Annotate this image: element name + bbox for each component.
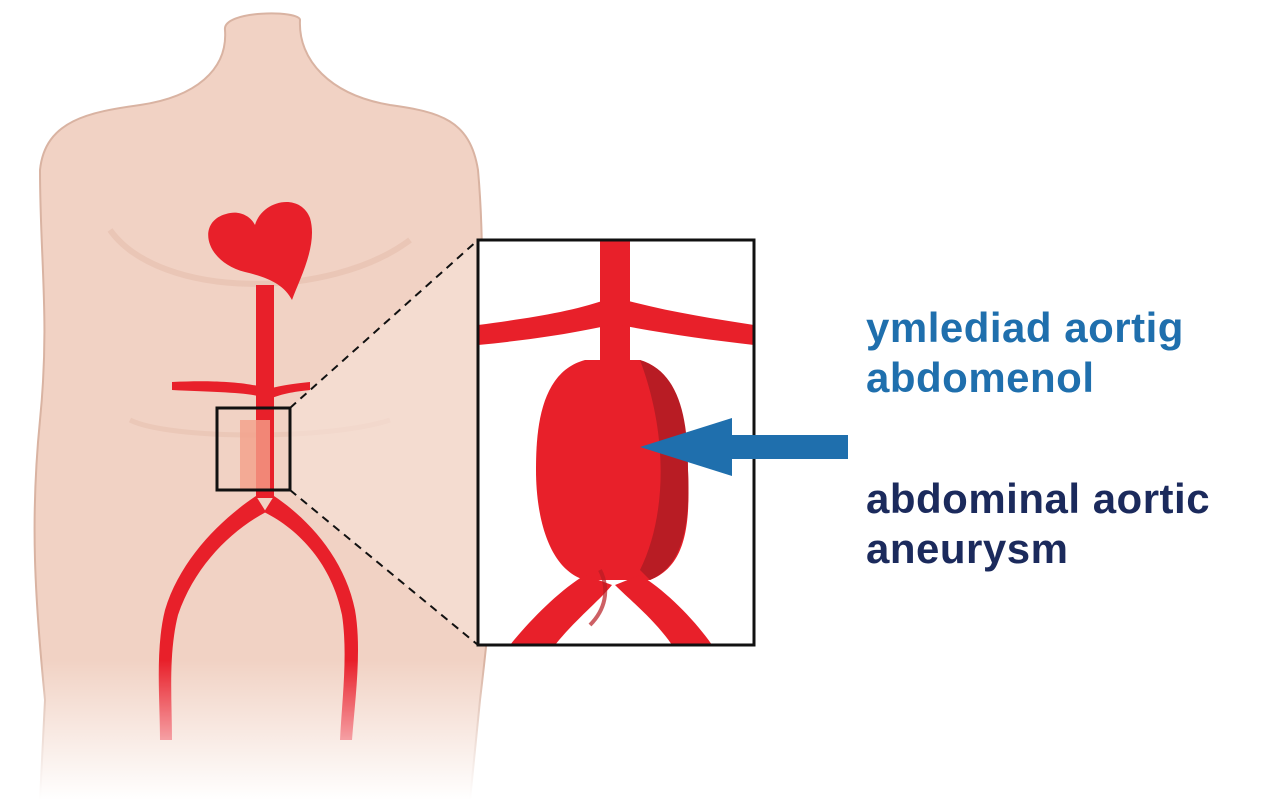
welsh-label-line2: abdomenol (866, 353, 1184, 403)
bottom-fade (0, 660, 520, 800)
english-label: abdominal aortic aneurysm (866, 474, 1210, 574)
aneurysm-highlight (240, 420, 270, 490)
welsh-label-line1: ymlediad aortig (866, 303, 1184, 353)
welsh-label: ymlediad aortig abdomenol (866, 303, 1184, 403)
english-label-line2: aneurysm (866, 524, 1210, 574)
english-label-line1: abdominal aortic (866, 474, 1210, 524)
